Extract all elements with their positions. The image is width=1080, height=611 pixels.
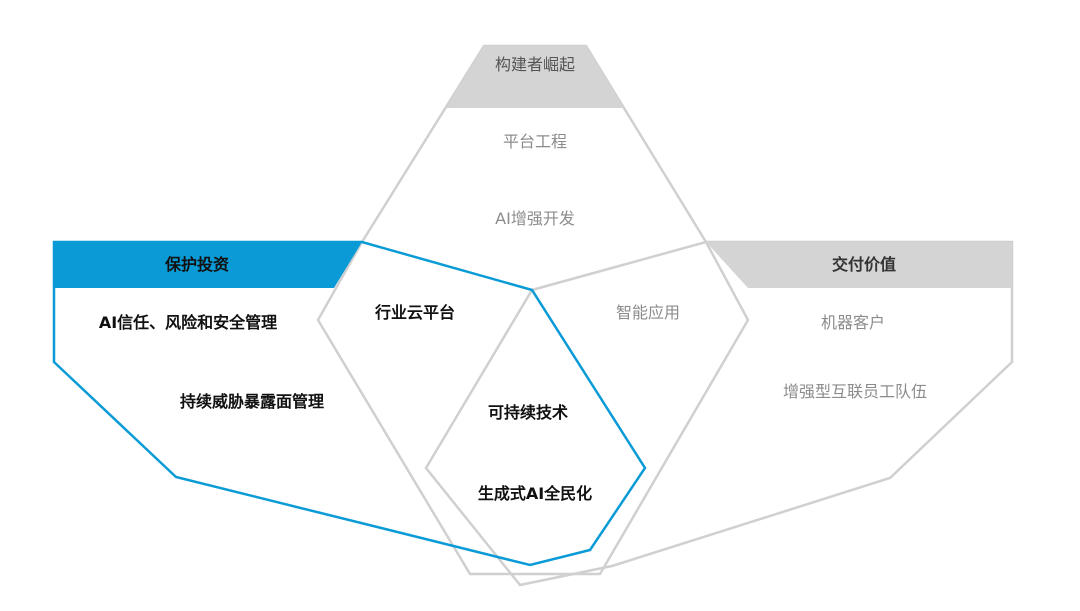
left-item-ai-trism: AI信任、风险和安全管理 — [99, 313, 277, 332]
left-header-label: 保护投资 — [164, 255, 229, 274]
top-item-ai-augmented-dev: AI增强开发 — [495, 209, 575, 228]
right-item-machine-customers: 机器客户 — [821, 313, 885, 332]
left-shape-outline — [52, 240, 647, 567]
top-header-label: 构建者崛起 — [495, 55, 575, 74]
right-header-label: 交付价值 — [832, 255, 896, 274]
top-header-band — [446, 46, 624, 108]
top-shape-outline — [316, 44, 750, 576]
overlap-sustainable-tech: 可持续技术 — [488, 403, 568, 422]
overlap-intelligent-apps: 智能应用 — [616, 303, 680, 322]
top-item-platform-engineering: 平台工程 — [503, 132, 567, 151]
overlap-industry-cloud: 行业云平台 — [374, 303, 455, 322]
right-item-connected-workforce: 增强型互联员工队伍 — [783, 382, 927, 401]
right-header-band — [706, 242, 1012, 288]
overlap-genai-democratization: 生成式AI全民化 — [478, 484, 592, 503]
left-header-band — [54, 242, 362, 288]
left-item-ctem: 持续威胁暴露面管理 — [180, 392, 324, 411]
